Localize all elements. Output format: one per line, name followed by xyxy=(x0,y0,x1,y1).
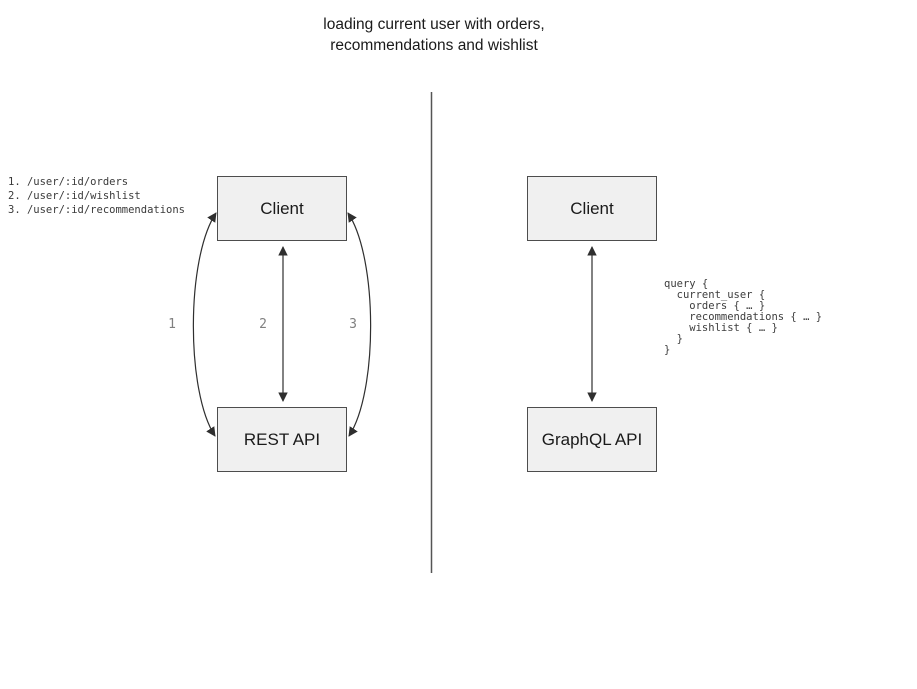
graphql-client-node-label: Client xyxy=(570,198,614,218)
rest-api-node: REST API xyxy=(217,407,347,472)
title-line-2: recommendations and wishlist xyxy=(330,37,538,54)
graphql-client-node: Client xyxy=(527,176,657,241)
arrow-label-1: 1 xyxy=(168,317,176,332)
rest-endpoint-list: 1. /user/:id/orders 2. /user/:id/wishlis… xyxy=(8,176,186,216)
rest-client-node-label: Client xyxy=(260,198,304,218)
diagram-title: loading current user with orders, recomm… xyxy=(0,14,868,56)
rest-arc-arrow-1 xyxy=(192,212,217,437)
rest-api-node-label: REST API xyxy=(243,429,321,449)
graphql-query-snippet: query { current_user { orders { … } reco… xyxy=(664,278,823,356)
rest-client-node: Client xyxy=(217,176,347,241)
title-line-1: loading current user with orders, xyxy=(323,16,545,33)
arrow-label-3: 3 xyxy=(349,317,357,332)
graphql-api-node: GraphQL API xyxy=(527,407,657,472)
graphql-api-node-label: GraphQL API xyxy=(541,429,643,449)
rest-arc-arrow-3 xyxy=(347,212,372,437)
arrow-label-2: 2 xyxy=(259,317,267,332)
